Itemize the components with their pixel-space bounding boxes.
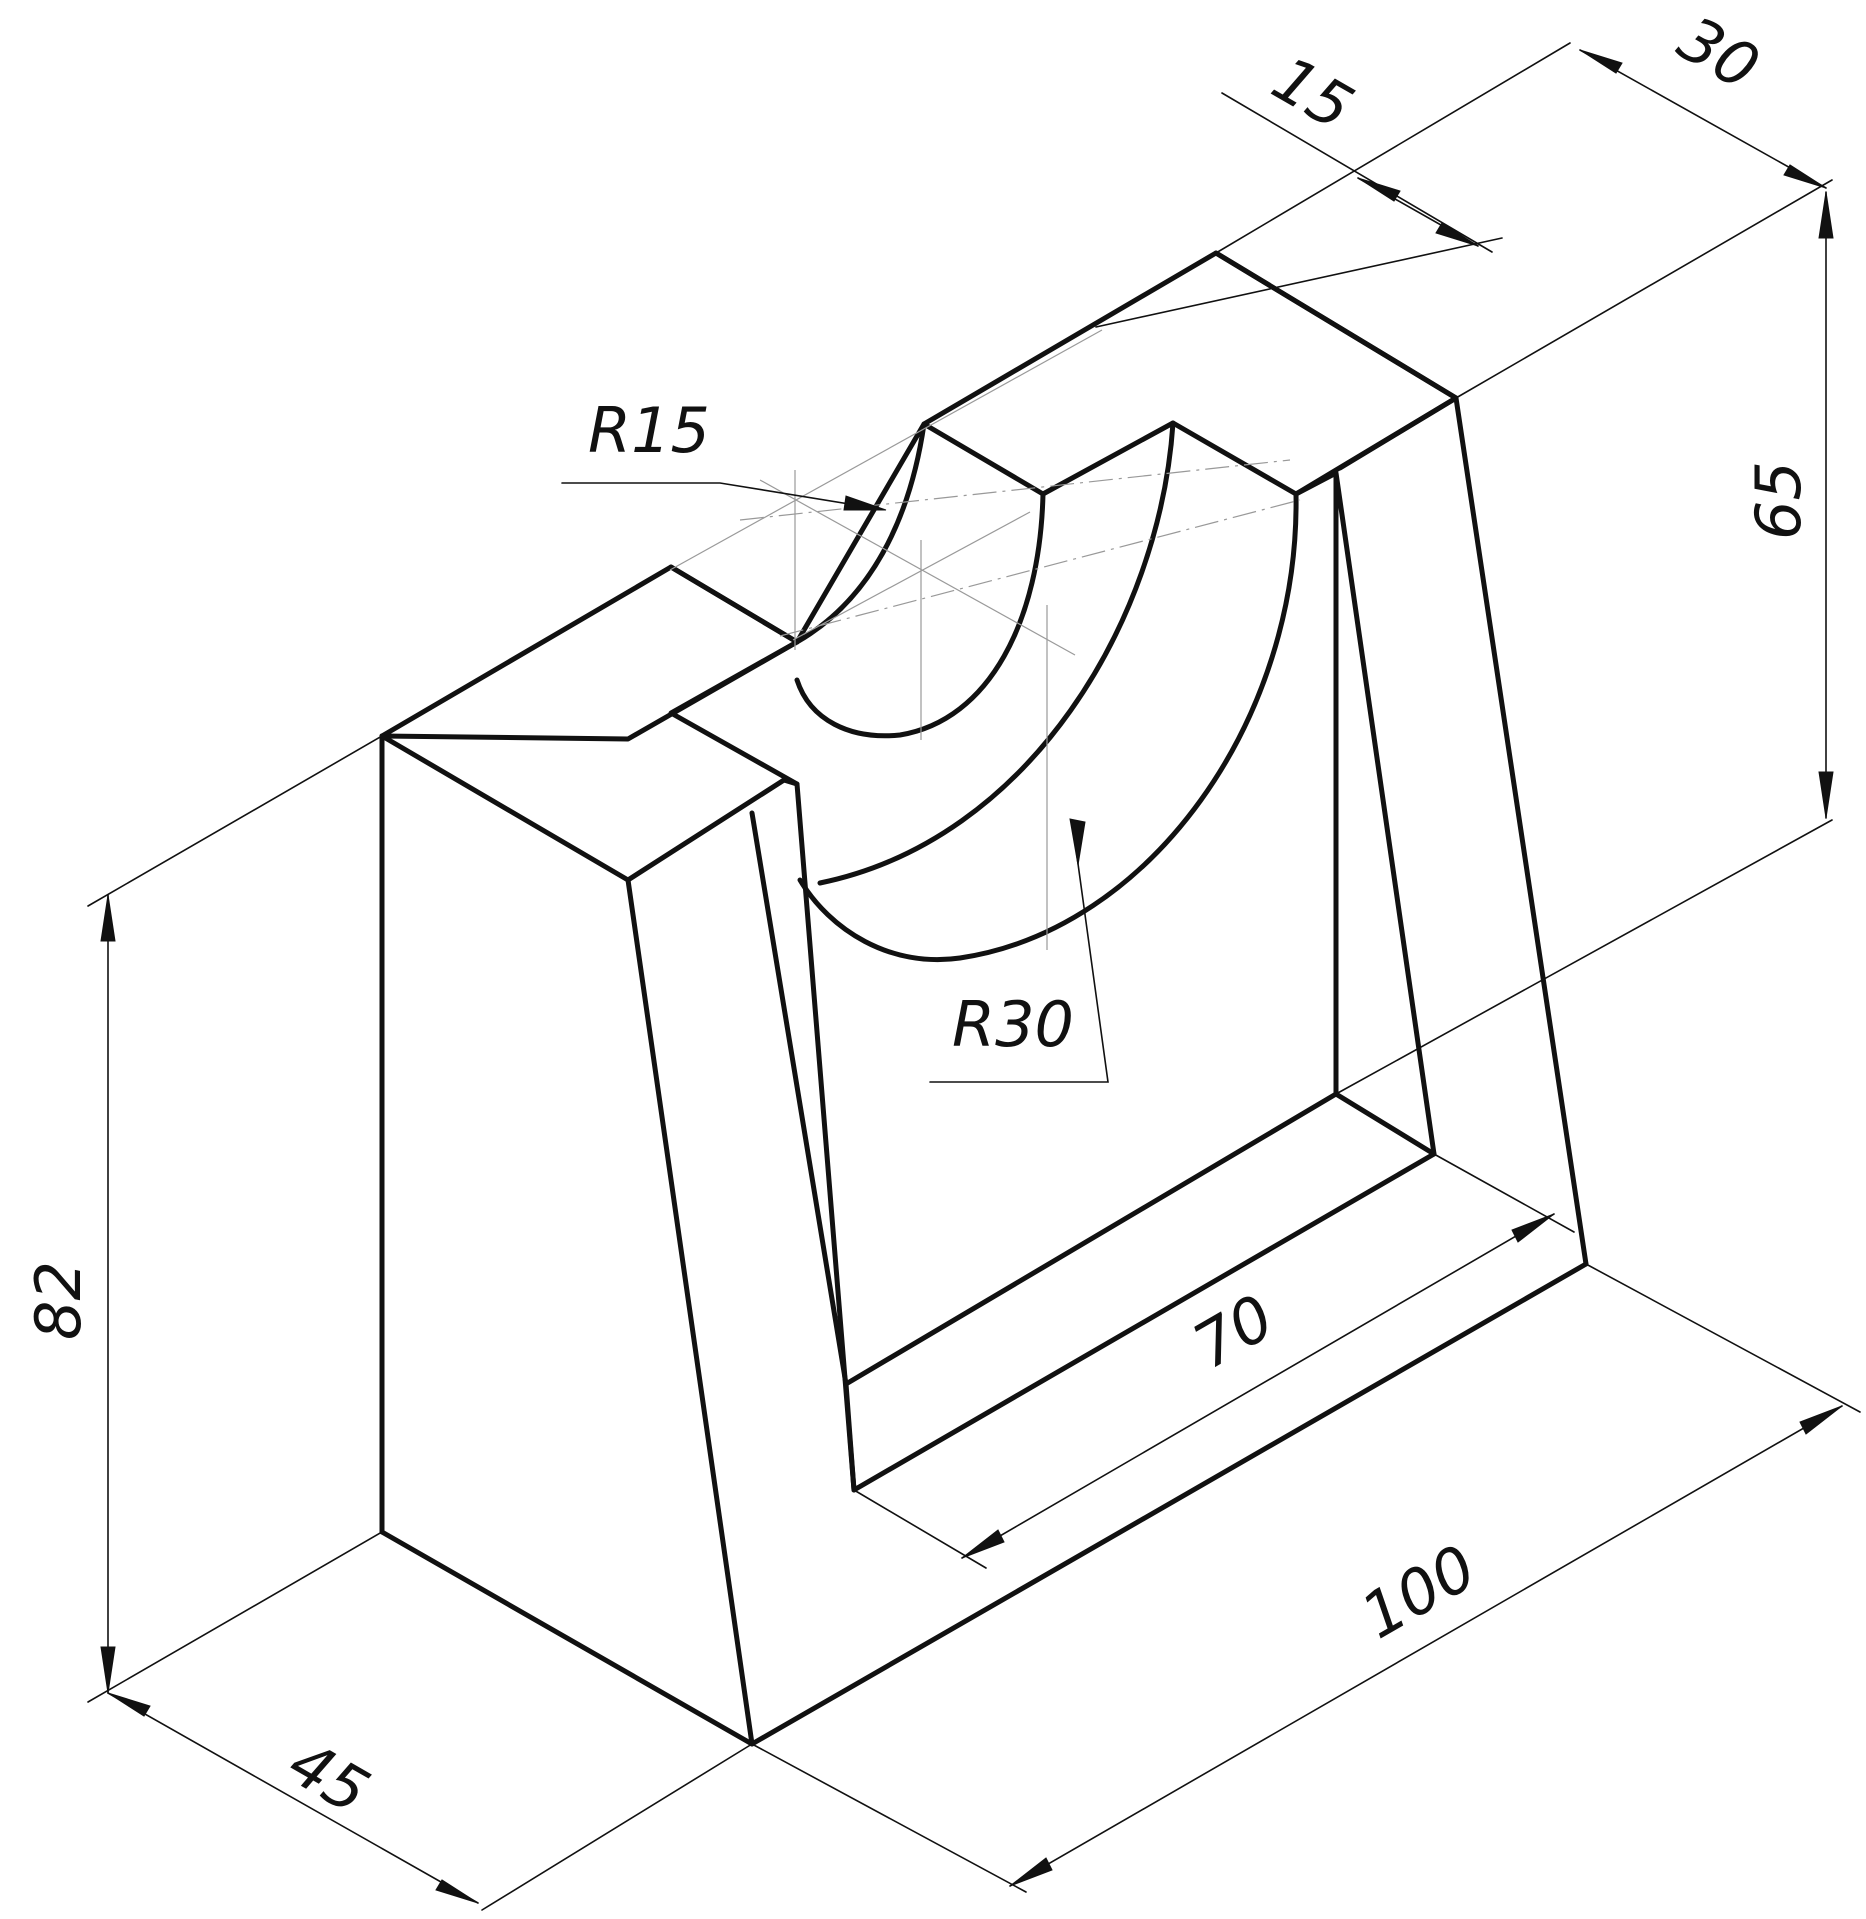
construction-lines xyxy=(669,329,1301,950)
bottom-front-edge xyxy=(749,1261,1589,1747)
dim-label-15: 15 xyxy=(1261,42,1366,145)
slot-step-edges xyxy=(668,639,800,787)
r30-groove-arc-front xyxy=(817,420,1176,886)
dim-line-45 xyxy=(107,1692,479,1904)
dim-line-100 xyxy=(1009,1405,1843,1887)
ext-line-15 xyxy=(1221,92,1493,253)
arrow-r30 xyxy=(1069,818,1086,866)
arrow-65-a xyxy=(1818,191,1834,239)
arrow-r15 xyxy=(843,495,887,511)
ext-line-70-right xyxy=(1433,1153,1575,1233)
ext-line-top-3 xyxy=(1095,237,1503,328)
leader-r15 xyxy=(561,482,881,510)
construction-diagonal-1 xyxy=(759,479,1076,656)
ext-line-82-bottom xyxy=(87,1531,383,1703)
arrow-30-a xyxy=(1579,49,1623,74)
arrow-100-b xyxy=(1799,1405,1843,1435)
arrow-70-b xyxy=(1511,1213,1555,1243)
left-block-top-right-edge xyxy=(625,777,787,883)
dim-label-45: 45 xyxy=(277,1726,382,1829)
construction-diagonal-2 xyxy=(669,329,1103,571)
dim-label-r15: R15 xyxy=(588,394,710,467)
dim-line-30 xyxy=(1579,49,1827,189)
right-block-top-edges xyxy=(1213,250,1459,471)
window-left-edge xyxy=(749,810,849,1387)
dimension-labels: 15 30 65 R15 R30 82 70 100 45 xyxy=(22,2,1815,1829)
arrow-82-b xyxy=(100,1646,116,1694)
groove-axis-2 xyxy=(779,499,1301,637)
r15-groove-arc-back xyxy=(794,491,1046,739)
ext-line-70-left xyxy=(853,1489,987,1569)
ext-line-65-bottom xyxy=(1335,819,1833,1095)
left-block-top-front-edge xyxy=(379,733,631,883)
right-block-outer-edge xyxy=(1453,395,1589,1267)
dim-line-70 xyxy=(961,1213,1555,1559)
arrow-15-b xyxy=(1435,222,1479,247)
window-left-inner-edge xyxy=(794,781,857,1493)
leader-r30 xyxy=(929,819,1109,1083)
r30-groove-arc-back xyxy=(797,491,1299,963)
ext-line-100-right xyxy=(1585,1263,1861,1413)
ext-line-100-left xyxy=(751,1743,1027,1893)
ext-line-45 xyxy=(481,1743,753,1911)
arrow-30-b xyxy=(1783,164,1827,189)
window-bottom-edges xyxy=(843,1091,1437,1493)
left-block-bottom-edge xyxy=(379,1529,755,1747)
dim-label-82: 82 xyxy=(22,1261,95,1340)
arrow-45-a xyxy=(107,1692,151,1717)
ext-line-top-2 xyxy=(1455,179,1833,399)
dim-label-100: 100 xyxy=(1349,1531,1488,1653)
dimension-lines xyxy=(87,42,1861,1911)
ext-line-82-top xyxy=(87,735,383,907)
arrow-70-a xyxy=(961,1529,1005,1559)
ext-line-top-1 xyxy=(1215,42,1571,254)
arrow-65-b xyxy=(1818,771,1834,819)
dim-label-30: 30 xyxy=(1667,2,1772,105)
window-right-edges xyxy=(1293,470,1437,1157)
arrow-15-a xyxy=(1357,177,1401,202)
construction-diagonal-3 xyxy=(792,511,1031,641)
dim-label-65: 65 xyxy=(1742,461,1815,540)
arrow-82-a xyxy=(100,894,116,942)
left-block-front-edge-right xyxy=(625,877,755,1747)
arrow-45-b xyxy=(435,1879,479,1904)
dim-label-70: 70 xyxy=(1181,1280,1286,1383)
part-outline xyxy=(379,250,1589,1747)
left-block-top-face xyxy=(379,564,800,742)
groove-axis-1 xyxy=(739,459,1291,521)
dim-label-r30: R30 xyxy=(952,988,1074,1061)
arrow-100-a xyxy=(1009,1857,1053,1887)
